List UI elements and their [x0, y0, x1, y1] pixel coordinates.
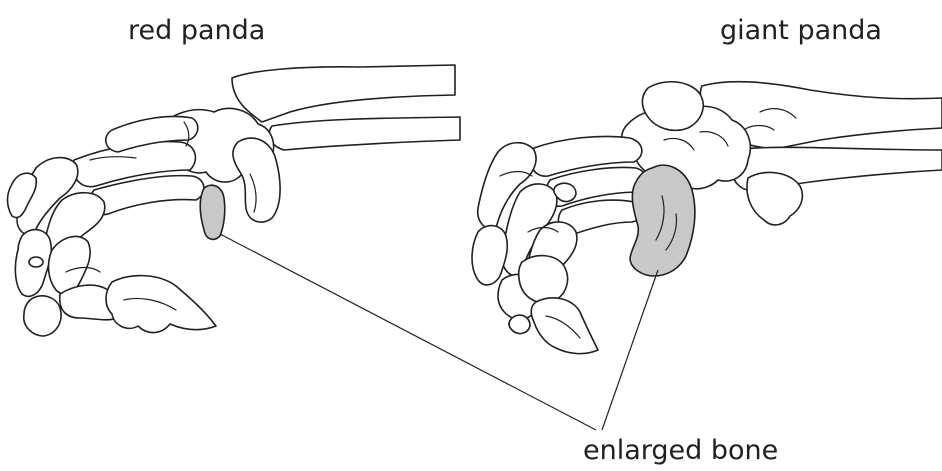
giant-panda-paw-skeleton [472, 82, 942, 354]
red-panda-forearm [232, 65, 455, 122]
red-panda-sesamoid [29, 257, 43, 267]
giant-panda-pisiform [747, 172, 802, 224]
giant-panda-phalanx-6 [519, 256, 568, 303]
red-panda-enlarged-bone [200, 185, 225, 239]
giant-panda-phalanx-4 [472, 226, 507, 285]
giant-panda-claw [531, 298, 598, 354]
red-panda-claw [106, 276, 216, 333]
red-panda-phalanx-5 [24, 296, 61, 336]
giant-panda-small-bone-1 [509, 315, 530, 333]
red-panda-paw-skeleton [8, 65, 461, 336]
red-panda-pisiform [233, 138, 280, 222]
giant-panda-leader-line [602, 270, 658, 430]
red-panda-ulna [269, 117, 460, 150]
giant-panda-enlarged-bone [630, 165, 695, 276]
